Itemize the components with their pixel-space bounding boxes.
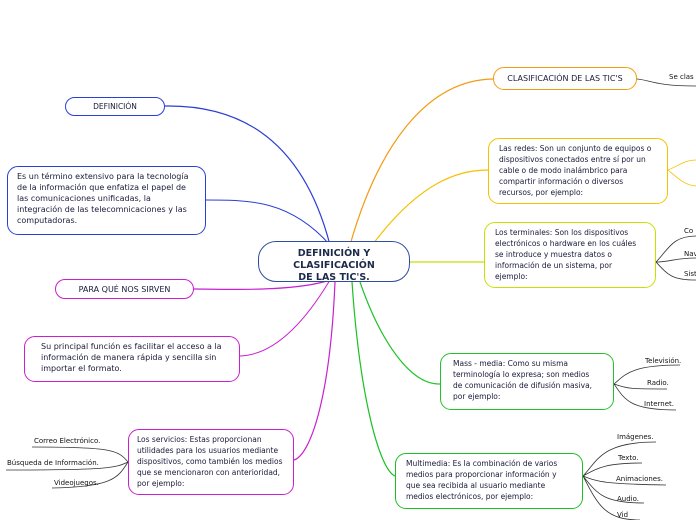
connector-mass-media: [359, 281, 441, 385]
mass-media-text[interactable]: Mass - media: Como su misma terminología…: [440, 353, 614, 410]
mass-media-example-2: Radio.: [647, 379, 669, 387]
multimedia-example-1: Imágenes.: [617, 433, 654, 441]
servicios-example-1: Correo Electrónico.: [34, 437, 101, 445]
terminales-example-3: Sist: [684, 270, 696, 278]
central-topic[interactable]: DEFINICIÓN Y CLASIFICACIÓN DE LAS TIC'S.: [258, 241, 410, 283]
connector-definicion-text: [205, 199, 331, 246]
terminales-example-2: Nav: [684, 250, 696, 258]
connector-para-que-text: [239, 279, 331, 357]
terminales-example-1: Co: [684, 227, 694, 235]
definicion-title[interactable]: DEFINICIÓN: [65, 97, 165, 116]
multimedia-example-3: Animaciones.: [616, 475, 663, 483]
servicios-text[interactable]: Los servicios: Estas proporcionan utilid…: [128, 429, 294, 495]
para-que-text[interactable]: Su principal función es facilitar el acc…: [24, 336, 240, 382]
multimedia-example-5: Vid: [617, 511, 629, 519]
connector-clasificacion-leaf: [636, 78, 696, 87]
servicios-example-2: Búsqueda de Información.: [7, 459, 99, 467]
multimedia-example-4: Audio.: [617, 495, 639, 503]
connector-redes-out: [667, 159, 696, 187]
terminales-text[interactable]: Los terminales: Son los dispositivos ele…: [484, 222, 656, 288]
multimedia-example-2: Texto.: [618, 454, 639, 462]
redes-text[interactable]: Las redes: Son un conjunto de equipos o …: [488, 138, 668, 204]
connector-terminales-ex: [655, 235, 696, 281]
connector-servicios-ex-3: [51, 461, 129, 489]
connector-multimedia: [351, 281, 396, 477]
clasificacion-leaf: Se clas: [669, 73, 694, 81]
connector-para-que: [193, 279, 331, 291]
connector-definicion: [164, 105, 331, 246]
definicion-text[interactable]: Es un término extensivo para la tecnolog…: [7, 166, 206, 235]
servicios-example-3: Videojuegos.: [54, 479, 99, 487]
multimedia-text[interactable]: Multimedia: Es la combinación de varios …: [395, 453, 583, 509]
mass-media-example-3: Internet.: [644, 400, 675, 408]
para-que-title[interactable]: PARA QUÉ NOS SIRVEN: [55, 279, 194, 299]
clasificacion-title[interactable]: CLASIFICACIÓN DE LAS TIC'S: [493, 67, 637, 90]
connector-servicios: [293, 281, 336, 461]
connector-clasificacion: [349, 78, 494, 246]
connector-redes: [369, 169, 489, 249]
connector-mass-media-ex: [613, 364, 681, 411]
mass-media-example-1: Televisión.: [645, 357, 682, 365]
connector-servicios-ex-1: [31, 446, 129, 463]
connector-multimedia-ex: [582, 441, 667, 520]
connector-servicios-ex-2: [5, 461, 129, 471]
